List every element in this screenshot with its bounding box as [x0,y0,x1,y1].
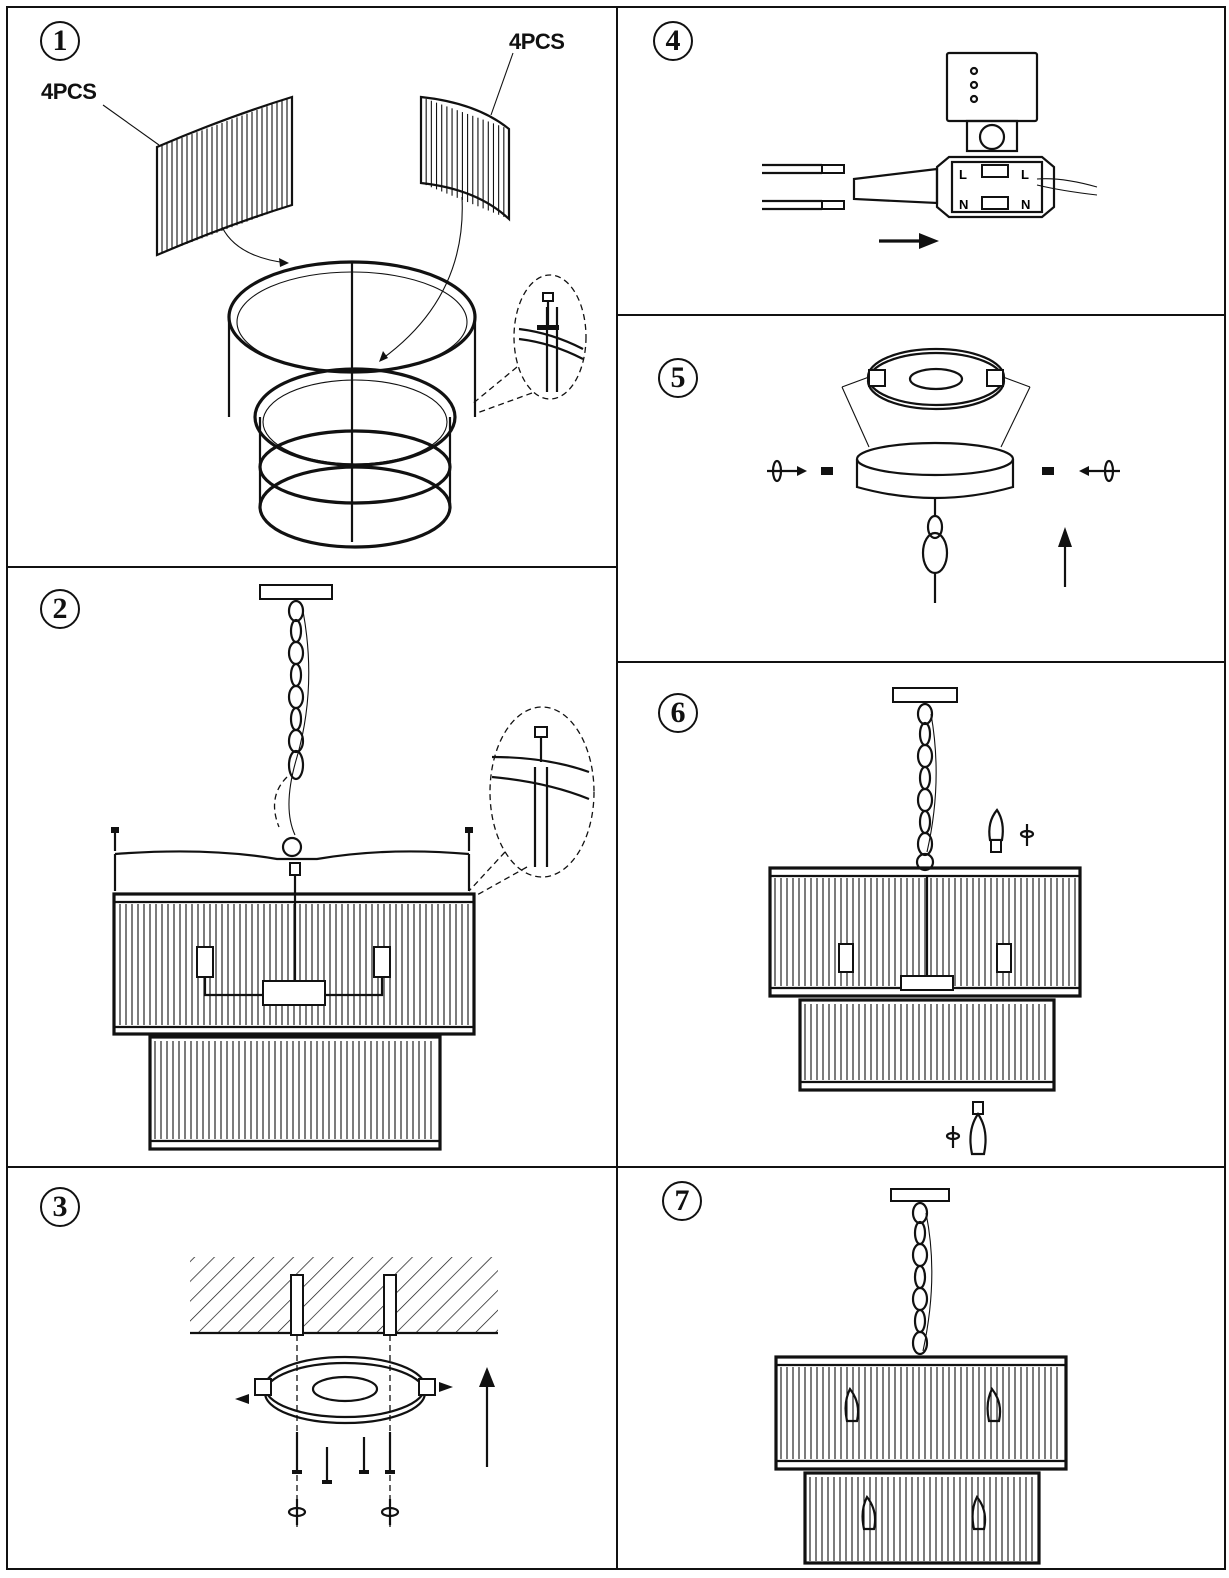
hanging-chain [273,599,310,858]
step-3-panel: 3 [7,1167,617,1569]
step-4-number: 4 [653,21,693,61]
upper-rod-drum [774,1355,1068,1471]
step-5-panel: 5 [617,315,1225,662]
mounting-plate [235,1355,453,1425]
step-2-panel: 2 [7,567,617,1167]
canopy-attach-illustration [767,347,1120,603]
terminal-label-l-left: L [959,167,967,182]
ceiling-canopy [259,584,333,600]
supply-wires [762,163,939,211]
step-7-number: 7 [662,1181,702,1221]
mount-bracket-illustration [190,1257,498,1527]
step-6-panel: 6 [617,662,1225,1167]
upper-frame-ring [227,260,477,542]
step-1-right-quantity-label: 4PCS [509,29,565,54]
terminal-label-n-right: N [1021,197,1030,212]
step-1-panel: 1 4PCS 4PCS [7,7,617,567]
terminal-label-n-left: N [959,197,968,212]
candle-bulb-top [988,808,1004,853]
lower-rod-drum [803,1471,1041,1565]
step-2-screw-detail-callout [468,706,595,896]
step-5-number: 5 [658,358,698,398]
upper-rod-drum [112,892,476,1036]
install-bulbs-illustration [768,687,1082,1156]
shade-frame-assembly-illustration [102,52,587,549]
ceiling-canopy [890,1188,950,1202]
canopy-cup [855,441,1015,500]
step-6-number: 6 [658,693,698,733]
hang-shade-illustration [111,584,595,1151]
step-4-panel: 4 L N L N [617,7,1225,315]
ceiling-canopy [892,687,958,703]
lower-frame-ring [253,367,457,549]
ceiling-surface [190,1257,498,1333]
upper-rod-drum [768,866,1082,998]
wall-anchor-right [383,1274,397,1336]
finished-fixture-illustration [774,1188,1068,1565]
screw-detail-callout [470,274,587,414]
rotate-icon-bottom [945,1126,961,1148]
step-1-left-quantity-label: 4PCS [41,79,97,104]
lower-rod-drum [798,998,1056,1092]
terminal-block [935,155,1056,219]
step-1-number: 1 [40,21,80,61]
candle-bulb-bottom [969,1101,987,1156]
ceiling-plate [866,347,1006,411]
curved-rod-panel-right [419,95,511,222]
lower-rod-drum [148,1035,442,1151]
mounting-screws [292,1432,395,1484]
curved-rod-panel-left [155,95,294,257]
step-7-panel: 7 [617,1167,1225,1569]
wiring-connection-illustration: L N L N [762,51,1098,249]
hanging-chain [911,1201,933,1356]
step-2-number: 2 [40,589,80,629]
wall-anchor-left [290,1274,304,1336]
step-3-number: 3 [40,1187,80,1227]
junction-box [945,51,1039,153]
terminal-label-l-right: L [1021,167,1029,182]
rotate-icon-top [1019,824,1035,846]
hanging-chain [915,702,937,872]
